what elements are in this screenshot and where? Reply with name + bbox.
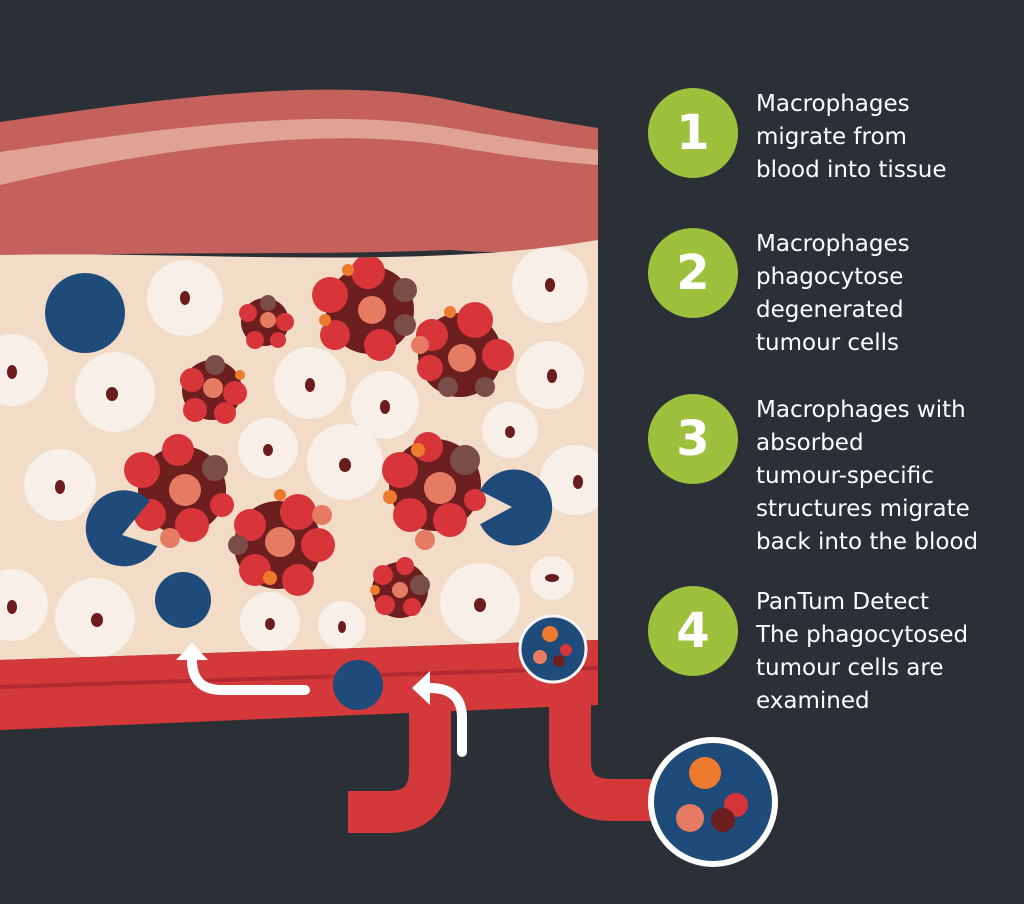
macrophage-engulfing-icon (480, 469, 553, 546)
macrophage-icon (155, 572, 211, 628)
vessel-branch-left (386, 705, 451, 833)
macrophage-icon (45, 273, 125, 353)
tumour-cluster-3 (239, 295, 294, 349)
muscle-stripe (0, 118, 598, 185)
macrophage-engulfing-icon (85, 490, 158, 567)
magnified-macrophage-icon (648, 737, 778, 867)
muscle-layer (0, 89, 598, 258)
tumour-cluster-1 (312, 255, 417, 361)
migration-arrow-icon (412, 671, 467, 757)
tumour-cluster-7 (382, 432, 486, 550)
vessel-branch-right (549, 705, 660, 821)
tissue-cells (0, 247, 598, 658)
tumour-cluster-5 (124, 434, 234, 548)
tumour-cluster-2 (411, 302, 514, 397)
vessel-branch-left-end (348, 791, 392, 833)
vessel-line (0, 666, 599, 689)
tumour-cluster-4 (180, 355, 247, 424)
tumour-cluster-6 (228, 489, 335, 596)
macrophage-in-blood-icon (333, 660, 383, 710)
tumour-cluster-8 (370, 557, 430, 618)
loaded-macrophage-icon (518, 614, 588, 684)
migration-arrow-icon (176, 643, 310, 695)
